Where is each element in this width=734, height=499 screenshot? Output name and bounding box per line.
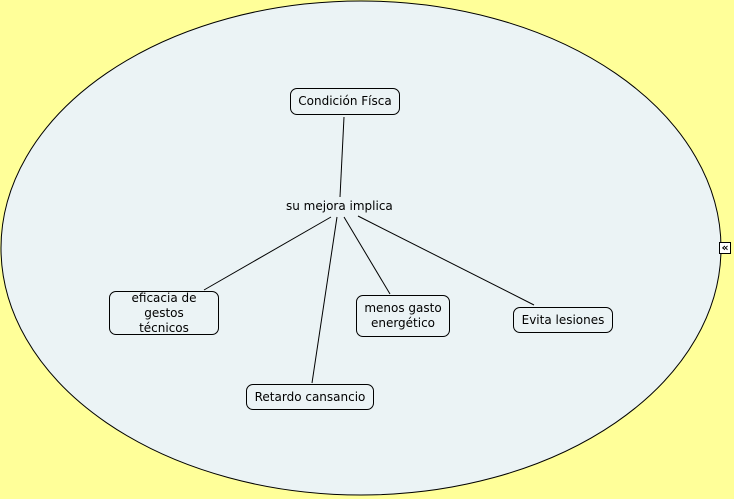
connector-phrase-lesiones xyxy=(357,215,535,306)
concept-eficacia[interactable]: eficacia de gestos técnicos xyxy=(109,291,219,335)
connector-phrase-gasto xyxy=(343,216,391,295)
concept-menos-gasto[interactable]: menos gasto energético xyxy=(356,295,450,337)
collapse-icon[interactable]: « xyxy=(719,242,731,254)
linking-phrase[interactable]: su mejora implica xyxy=(286,199,393,213)
concept-retardo-cansancio[interactable]: Retardo cansancio xyxy=(246,384,374,410)
connector-phrase-eficacia xyxy=(203,216,332,291)
connector-phrase-retardo xyxy=(311,216,338,384)
concept-condicion-fisica[interactable]: Condición Físca xyxy=(290,88,400,115)
connector-root-phrase xyxy=(339,116,345,198)
grouping-ellipse xyxy=(0,0,722,496)
concept-evita-lesiones[interactable]: Evita lesiones xyxy=(513,307,613,333)
